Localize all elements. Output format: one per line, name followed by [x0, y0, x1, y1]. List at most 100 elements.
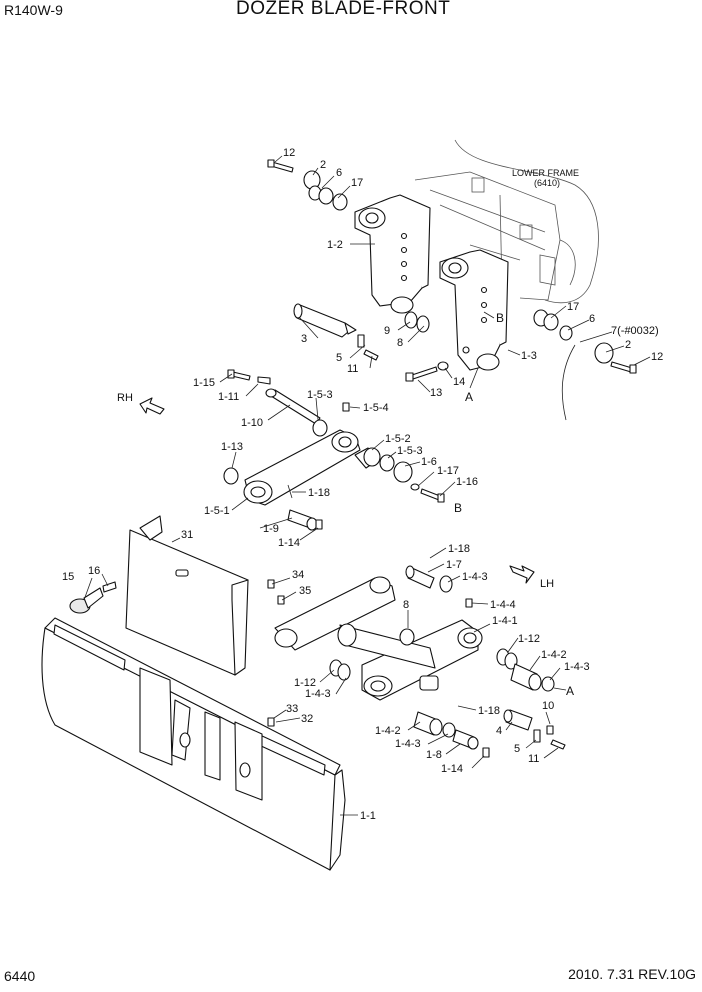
ring-1-12-right-b: [504, 652, 518, 670]
ring-1-4-3-upper: [439, 575, 453, 593]
bolt-34-35: [267, 579, 285, 605]
callout-1-13: 1-13: [221, 441, 243, 453]
callout-b-lower: B: [454, 501, 462, 515]
callout-12-right: 12: [651, 351, 663, 363]
callout-1-1: 1-1: [360, 810, 376, 822]
shim-6-right: [559, 325, 573, 341]
bushing-1-4-2-right: [510, 663, 542, 691]
callout-1-5-3-upper: 1-5-3: [307, 389, 333, 401]
callout-1-4-3-left: 1-4-3: [395, 738, 421, 750]
callout-17-right: 17: [567, 301, 579, 313]
callout-11-lower: 11: [528, 753, 539, 765]
callout-1-4-3-right: 1-4-3: [564, 661, 590, 673]
callout-1-14-lower: 1-14: [441, 763, 463, 775]
callout-1-8: 1-8: [426, 749, 442, 761]
bolt-12-top: [267, 159, 294, 173]
callout-5-lower: 5: [514, 743, 520, 755]
ring-1-4-3-right: [541, 676, 555, 692]
ring-1-5-3-lower: [379, 454, 395, 472]
callout-6-top: 6: [336, 167, 342, 179]
ring-1-4-3-left: [442, 722, 456, 738]
callout-15: 15: [62, 571, 74, 583]
callout-1-16: 1-16: [456, 476, 478, 488]
callout-1-12-left: 1-12: [294, 677, 316, 689]
callout-1-7: 1-7: [446, 559, 462, 571]
callout-1-6: 1-6: [421, 456, 437, 468]
bracket-1-3: [439, 249, 509, 371]
pin-1-7: [405, 565, 435, 589]
pin-1-8: [452, 729, 479, 750]
bushing-1-5-2: [354, 447, 381, 469]
ring-1-12-left-b: [337, 663, 351, 681]
callout-1-11: 1-11: [218, 391, 239, 403]
lh-direction-arrow-icon: [509, 565, 535, 584]
rh-direction-label: RH: [117, 392, 133, 404]
bolt-1-15: [227, 369, 251, 381]
callout-1-5-4: 1-5-4: [363, 402, 389, 414]
ring-8-lower: [399, 628, 415, 646]
callout-8-lower: 8: [403, 599, 409, 611]
callout-13: 13: [430, 387, 442, 399]
washer-9: [404, 311, 418, 329]
pin-1-9: [287, 484, 318, 531]
lower-frame-label: LOWER FRAME: [512, 168, 579, 178]
callout-35: 35: [299, 585, 311, 597]
callout-4: 4: [496, 725, 502, 737]
callout-1-2: 1-2: [327, 239, 343, 251]
revision-date: 2010. 7.31 REV.10G: [568, 966, 696, 982]
plate-2-right: [594, 342, 614, 364]
callout-34: 34: [292, 569, 304, 581]
callout-32: 32: [301, 713, 313, 725]
lower-frame-outline: [414, 139, 599, 304]
callout-6-right: 6: [589, 313, 595, 325]
callout-1-18-mid: 1-18: [448, 543, 470, 555]
fitting-1-5-4: [342, 402, 350, 412]
fitting-1-14-lower: [482, 747, 490, 758]
arm-frame-1-4-1: [274, 576, 483, 701]
callout-7: 7(-#0032): [611, 325, 659, 337]
callout-33: 33: [286, 703, 298, 715]
callout-12-top: 12: [283, 147, 295, 159]
lh-direction-label: LH: [540, 578, 554, 590]
callout-9: 9: [384, 325, 390, 337]
ring-17-top-b: [332, 193, 348, 211]
ring-17-right-b: [543, 313, 559, 331]
callout-1-4-2-left: 1-4-2: [375, 725, 401, 737]
callout-1-5-2: 1-5-2: [385, 433, 411, 445]
lower-frame-ref: (6410): [534, 178, 560, 188]
page-title: DOZER BLADE-FRONT: [236, 0, 451, 19]
bushing-1-4-2-left: [413, 711, 443, 736]
link-arm-1-5-1: [243, 429, 361, 506]
bolt-5-10-11-lower: [533, 725, 566, 750]
callout-1-14-upper: 1-14: [278, 537, 300, 549]
callout-1-12-right: 1-12: [518, 633, 540, 645]
callout-b-upper: B: [496, 311, 504, 325]
callout-16: 16: [88, 565, 100, 577]
callout-1-4-3-left-arm: 1-4-3: [305, 688, 331, 700]
callout-labels: 12 2 6 17 1-2 3 9 8 5 11 B 17 6 7(-#0032…: [62, 147, 663, 822]
callout-10: 10: [542, 700, 554, 712]
bracket-1-2: [354, 194, 431, 314]
grip-15-16: [69, 581, 117, 614]
fitting-1-14-upper: [315, 519, 323, 530]
cover-plate-31: [125, 515, 249, 676]
callout-1-10: 1-10: [241, 417, 263, 429]
ring-1-5-3-upper: [312, 419, 328, 437]
callout-a-upper: A: [465, 390, 473, 404]
bolt-32-33: [267, 717, 275, 727]
ring-17-top-a: [318, 187, 334, 205]
ring-8-upper: [416, 315, 430, 333]
bolt-13-14: [405, 361, 449, 382]
callout-1-4-2-right: 1-4-2: [541, 649, 567, 661]
callout-1-17: 1-17: [437, 465, 459, 477]
callout-31: 31: [181, 529, 193, 541]
callout-17-top: 17: [351, 177, 363, 189]
callout-1-4-1: 1-4-1: [492, 615, 518, 627]
callout-1-18-upper: 1-18: [308, 487, 330, 499]
plate-1-6: [393, 461, 413, 483]
fitting-1-4-4: [465, 598, 473, 608]
callout-1-9: 1-9: [263, 523, 279, 535]
callout-1-4-3-upper: 1-4-3: [462, 571, 488, 583]
model-number: R140W-9: [4, 2, 63, 18]
